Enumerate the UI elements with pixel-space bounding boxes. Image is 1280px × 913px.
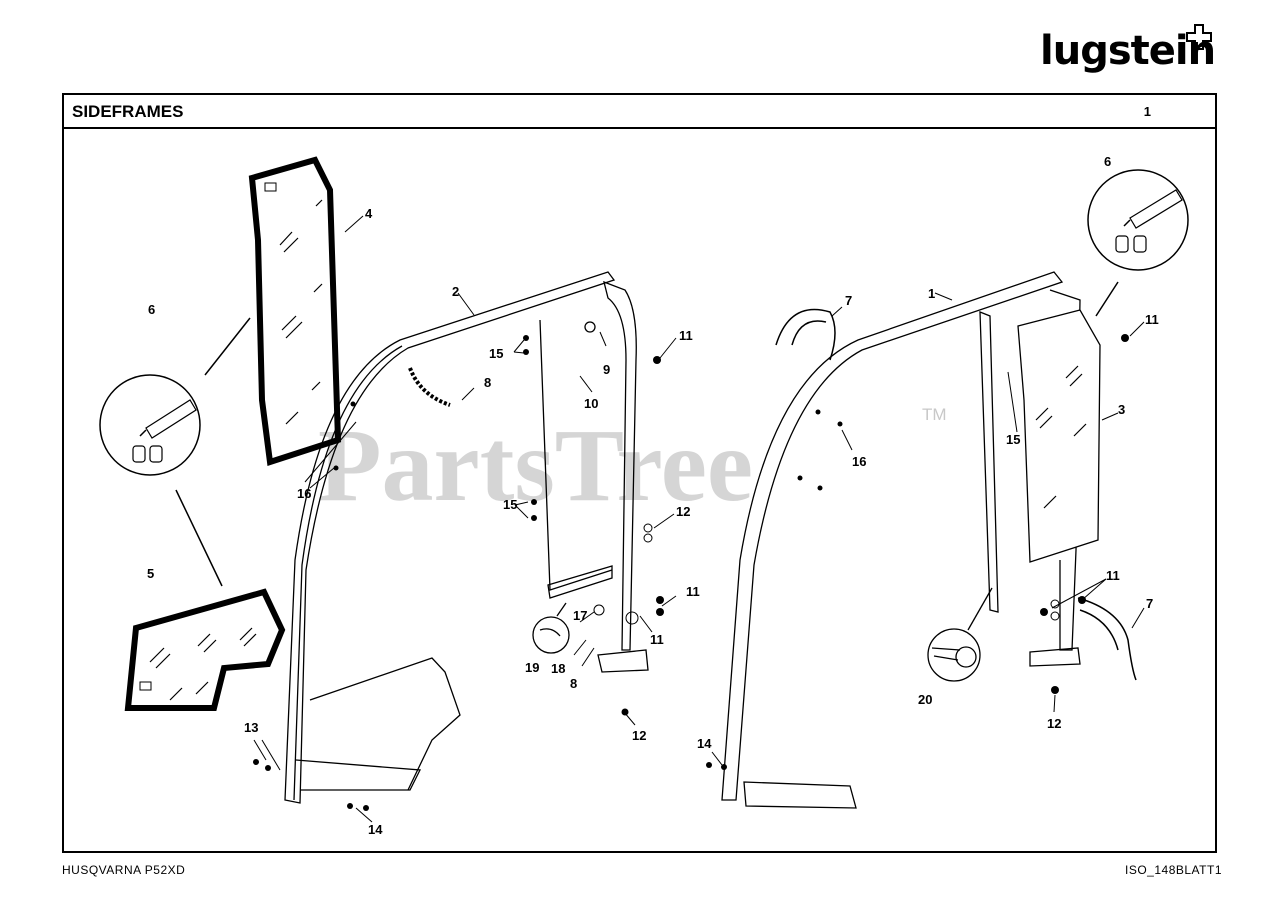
callout-11-b: 11 [1145, 312, 1159, 327]
callout-16-right: 16 [852, 454, 866, 469]
callout-13: 13 [244, 720, 258, 735]
callout-15-a: 15 [489, 346, 503, 361]
callout-4: 4 [365, 206, 373, 221]
footer-model: HUSQVARNA P52XD [62, 863, 186, 877]
callout-14-left: 14 [368, 822, 383, 837]
detail-19 [532, 602, 570, 654]
callout-6-left: 6 [148, 302, 155, 317]
watermark-tm: TM [922, 405, 947, 424]
title-bar: SIDEFRAMES 1 [64, 95, 1215, 129]
glass-panel-4 [248, 156, 342, 466]
callout-11-d: 11 [650, 632, 664, 647]
callout-18: 18 [551, 661, 565, 676]
callout-9: 9 [603, 362, 610, 377]
leader-lines [253, 215, 1145, 823]
callout-12-b: 12 [632, 728, 646, 743]
callout-20: 20 [918, 692, 932, 707]
wiring-7 [775, 308, 1137, 681]
callout-2: 2 [452, 284, 459, 299]
sheet-number: 1 [1143, 104, 1151, 119]
callouts: 1 2 3 4 5 6 6 7 7 8 8 9 10 11 11 11 11 1… [147, 154, 1159, 837]
hardware [253, 334, 1129, 811]
callout-7-top: 7 [845, 293, 852, 308]
diagram-frame: SIDEFRAMES 1 [62, 93, 1217, 853]
callout-15-c: 15 [1006, 432, 1020, 447]
callout-5: 5 [147, 566, 154, 581]
callout-11-c: 11 [686, 584, 700, 599]
brand-cross-icon [1186, 24, 1212, 50]
callout-10: 10 [584, 396, 598, 411]
glass-panel-3 [1017, 309, 1101, 563]
washers [593, 523, 1060, 625]
callout-7-bottom: 7 [1146, 596, 1153, 611]
callout-12-a: 12 [676, 504, 690, 519]
callout-3: 3 [1118, 402, 1125, 417]
callout-11-a: 11 [679, 328, 693, 343]
detail-20 [927, 587, 993, 682]
callout-11-e: 11 [1106, 568, 1120, 583]
footer-doc-code: ISO_148BLATT1 [1125, 863, 1222, 877]
callout-1: 1 [928, 286, 935, 301]
callout-15-b: 15 [503, 497, 517, 512]
sealant-kit-left [99, 317, 251, 587]
sealant-kit-right [1087, 169, 1189, 317]
side-frame-2 [284, 271, 649, 804]
callout-8-top: 8 [484, 375, 491, 390]
callout-8-bottom: 8 [570, 676, 577, 691]
glass-panel-5 [124, 588, 286, 711]
callout-12-c: 12 [1047, 716, 1061, 731]
side-frame-1 [721, 271, 1081, 809]
callout-14-right: 14 [697, 736, 712, 751]
section-title: SIDEFRAMES [72, 102, 184, 121]
callout-19: 19 [525, 660, 539, 675]
callout-16-left: 16 [297, 486, 311, 501]
callout-17: 17 [573, 608, 587, 623]
callout-6-right: 6 [1104, 154, 1111, 169]
